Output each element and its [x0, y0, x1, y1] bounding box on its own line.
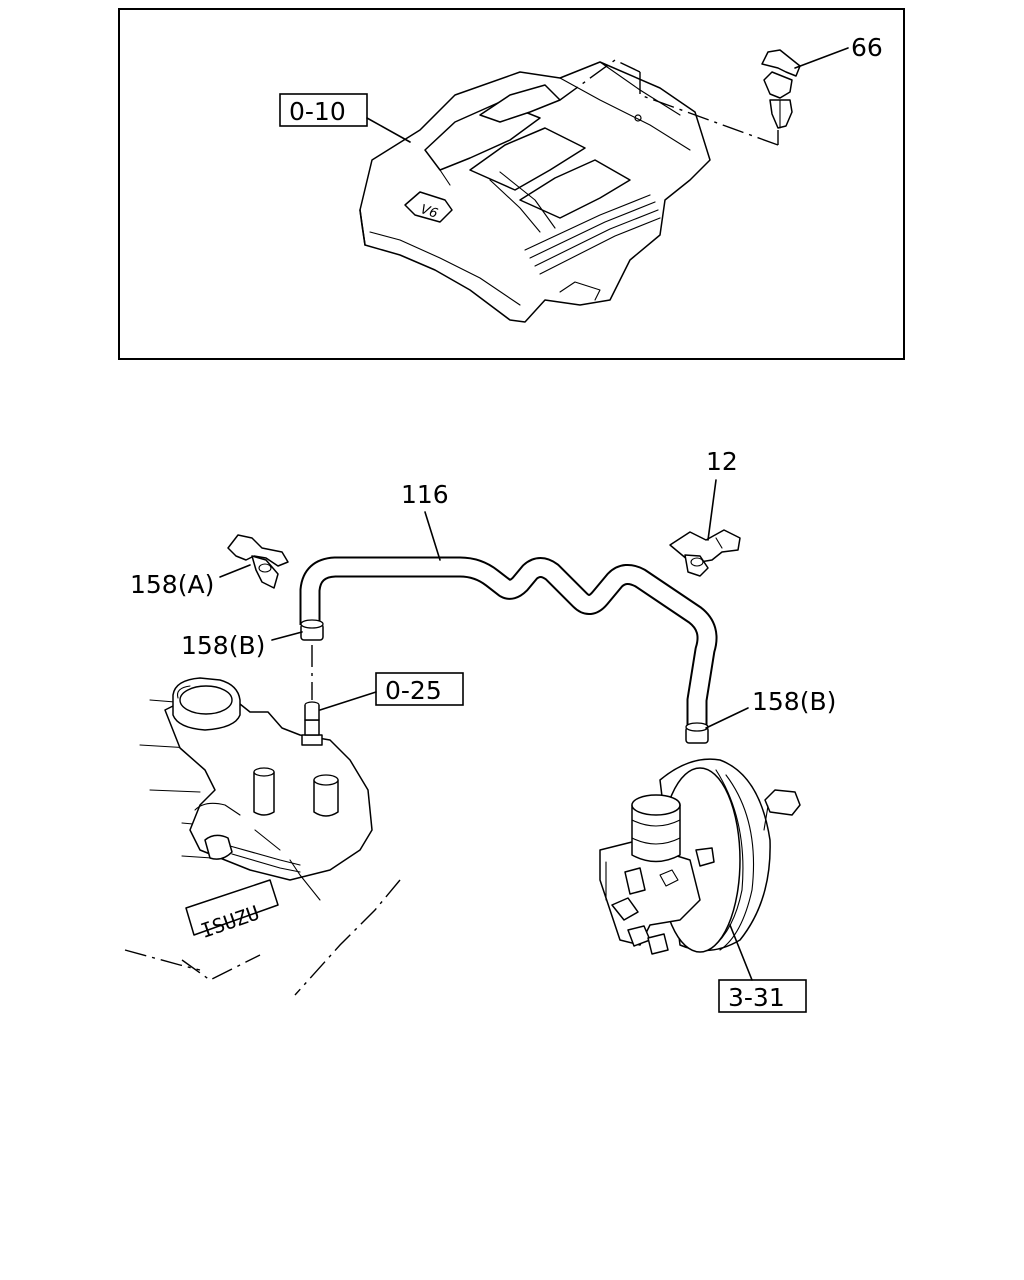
- clamp-12-label: 12: [706, 447, 738, 476]
- booster-ref-leader: [729, 924, 753, 981]
- clamp-158b-right-leader: [705, 707, 749, 729]
- clip-158a: [227, 534, 289, 589]
- cover-badge-text: V6: [419, 202, 440, 222]
- cover-ref-label: 0-10: [289, 97, 346, 126]
- clamp-158b-left-label: 158(B): [181, 631, 265, 660]
- clamp-158b-left: [300, 619, 324, 641]
- clamp-12: [669, 529, 741, 577]
- clamp-12-leader: [707, 479, 717, 541]
- cover-ref-leader: [366, 117, 411, 143]
- vacuum-hose-116: [299, 556, 718, 730]
- clamp-158b-left-leader: [271, 631, 303, 641]
- booster-ref-label: 3-31: [728, 983, 785, 1012]
- brake-booster: [599, 758, 801, 955]
- clip-158a-label: 158(A): [130, 570, 214, 599]
- fitting-ref-label: 0-25: [385, 676, 442, 705]
- clip-66-label: 66: [851, 33, 883, 62]
- clip-66-leader: [794, 47, 849, 69]
- clamp-158b-right-label: 158(B): [752, 687, 836, 716]
- booster-ref-box: [718, 979, 807, 1013]
- fitting-ref-leader: [319, 691, 377, 711]
- clip-66: [761, 49, 801, 129]
- engine-cover-panel-frame: [118, 8, 905, 360]
- engine-intake: ISUZU: [124, 677, 401, 996]
- cover-ref-box: [279, 93, 368, 127]
- fitting-ref-box: [375, 672, 464, 706]
- hose-116-label: 116: [401, 480, 449, 509]
- engine-cover: V6: [359, 61, 711, 323]
- clamp-158b-right: [685, 722, 709, 744]
- hose-116-leader: [424, 511, 441, 561]
- clip-158a-leader: [219, 564, 251, 578]
